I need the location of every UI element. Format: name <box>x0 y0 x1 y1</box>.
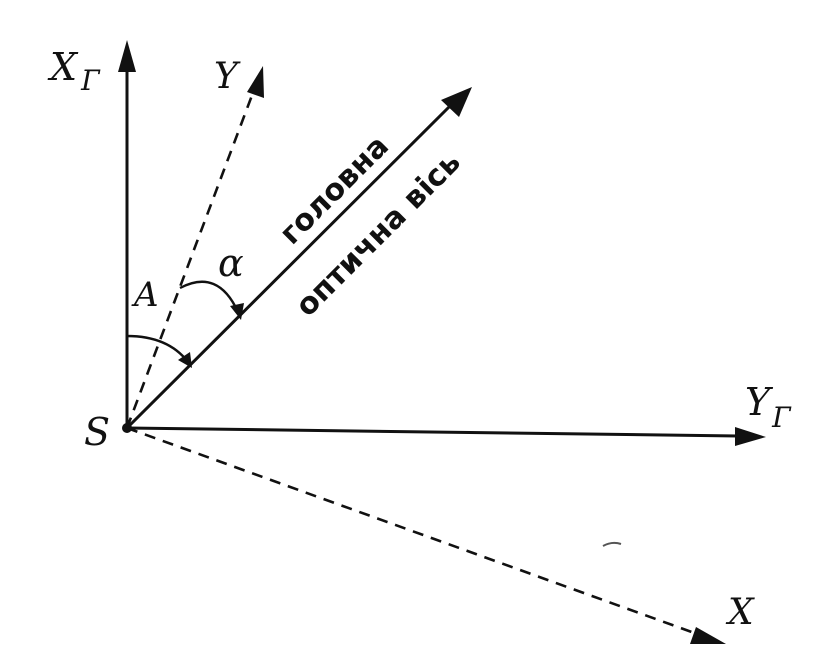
y-geodetic-label: YГ <box>745 380 792 434</box>
y-photo-arrowhead <box>247 66 264 98</box>
x-photo-axis <box>126 426 701 637</box>
alpha-arc-arrowhead <box>230 303 244 320</box>
x-photo-label: X <box>725 592 755 633</box>
azimuth-label: A <box>131 275 159 315</box>
y-photo-axis <box>125 89 256 429</box>
origin-label: S <box>84 410 110 454</box>
alpha-label: α <box>218 241 244 285</box>
x-photo-arrowhead <box>690 627 726 644</box>
origin-point <box>122 423 132 433</box>
y-photo-label: Y <box>214 56 241 97</box>
x-geodetic-arrowhead <box>118 40 136 72</box>
optical-axis-arrowhead <box>441 87 472 117</box>
optical-axis-caption-line2: оптична вісь <box>289 145 468 324</box>
azimuth-arc-arrowhead <box>178 352 192 368</box>
optical-axis-line <box>125 102 454 430</box>
y-geodetic-axis <box>126 426 739 438</box>
alpha-arc <box>179 280 240 313</box>
stray-mark <box>602 541 622 547</box>
y-geodetic-arrowhead <box>735 427 766 446</box>
